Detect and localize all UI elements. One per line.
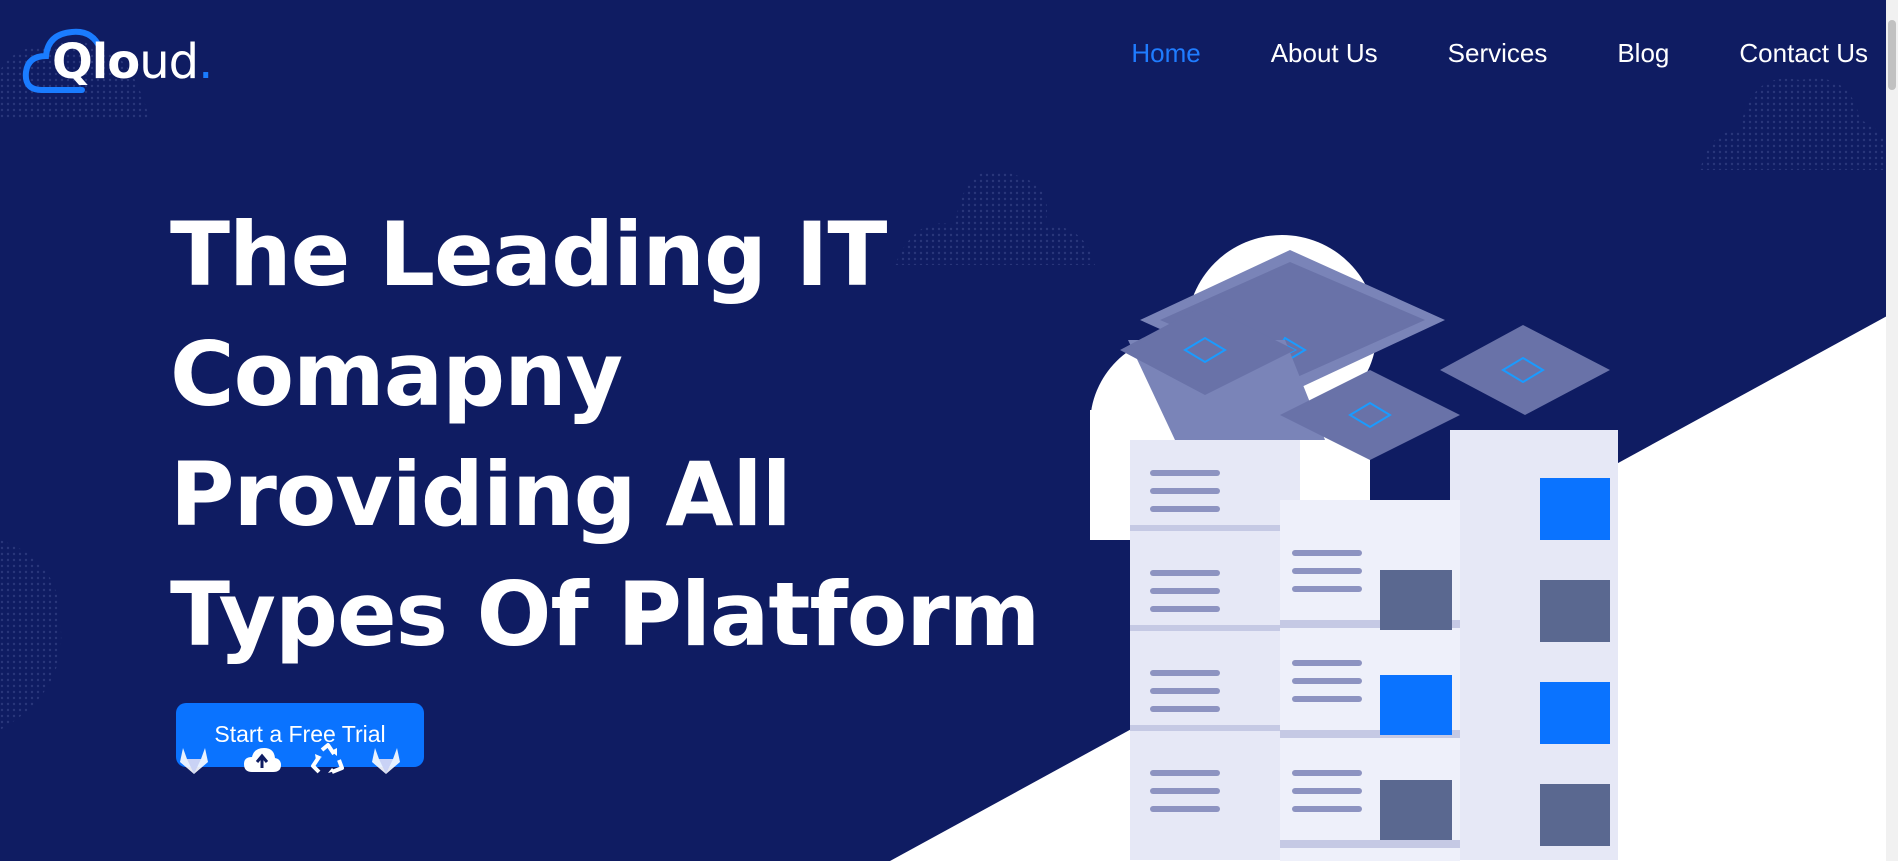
nav-item-contact-us[interactable]: Contact Us (1739, 38, 1868, 68)
gitlab-icon (368, 742, 404, 778)
logo[interactable]: Qloud. (22, 20, 213, 100)
nav-item-services[interactable]: Services (1447, 38, 1548, 68)
cloud-icon (1652, 583, 1898, 720)
scrollbar-thumb[interactable] (1888, 20, 1896, 90)
page-scrollbar[interactable] (1886, 0, 1898, 861)
headline-line: The Leading IT (170, 203, 887, 306)
nav-item-about-us[interactable]: About Us (1270, 38, 1378, 68)
logo-wordmark: Qloud. (52, 34, 213, 90)
nav-item-home[interactable]: Home (1131, 38, 1201, 68)
cloud-logo-icon (22, 28, 103, 93)
headline-line: Providing All (170, 443, 792, 546)
nav-item-blog[interactable]: Blog (1617, 38, 1670, 68)
main-nav: Home About Us Services Blog Contact Us (1061, 38, 1868, 69)
recycle-icon (310, 742, 346, 778)
start-free-trial-button[interactable]: Start a Free Trial (176, 703, 424, 767)
dotted-cloud-decoration (1700, 60, 1890, 170)
dotted-cloud-decoration (895, 155, 1095, 265)
dotted-cloud-decoration (0, 540, 70, 730)
server-rack (1120, 250, 1618, 861)
gitlab-icon (176, 742, 212, 778)
headline-line: Comapny (170, 323, 623, 426)
server-stack-illustration (1090, 235, 1898, 861)
cloud-upload-icon (242, 742, 281, 778)
headline-line: Types Of Platform (170, 563, 1040, 666)
hero-headline: The Leading IT Comapny Providing All Typ… (170, 195, 1040, 675)
